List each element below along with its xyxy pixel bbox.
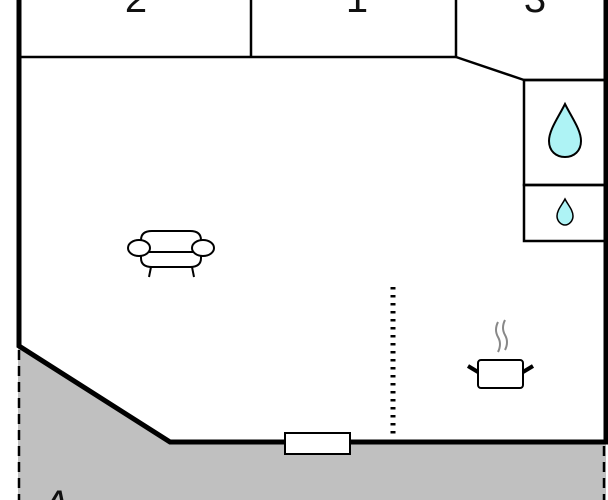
room-label-1: 1 (346, 0, 368, 21)
sofa-icon (127, 230, 215, 278)
outdoor-area (18, 346, 606, 500)
water-drop-large-icon (547, 101, 583, 159)
wall-room3-diagonal (455, 55, 525, 82)
door-opening (284, 432, 351, 455)
toilet (522, 183, 608, 243)
cooking-pot-icon (466, 319, 535, 389)
outdoor-label: A (41, 483, 70, 500)
outer-wall (16, 0, 608, 445)
water-drop-small-icon (556, 197, 574, 226)
room-label-3: 3 (524, 0, 546, 21)
room-label-2: 2 (125, 0, 147, 21)
